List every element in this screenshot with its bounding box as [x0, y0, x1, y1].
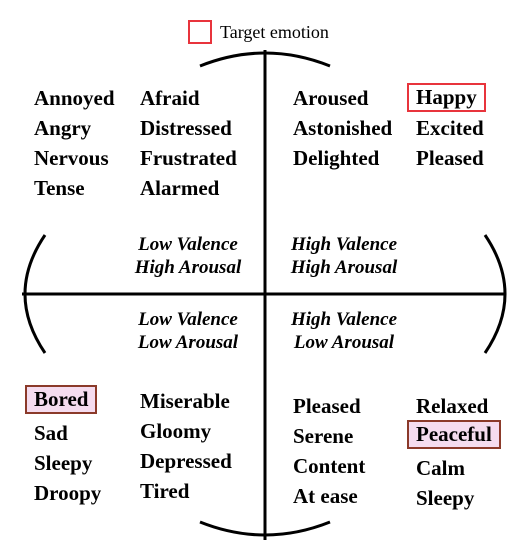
word-excited: Excited [416, 116, 484, 140]
quadrant-valence: Low Valence [138, 234, 238, 255]
arc-bottom [199, 520, 331, 537]
word-at-ease: At ease [293, 484, 358, 508]
word-tense: Tense [34, 176, 85, 200]
word-frustrated: Frustrated [140, 146, 237, 170]
quadrant-valence: Low Valence [138, 309, 238, 330]
word-content: Content [293, 454, 366, 478]
legend: Target emotion [188, 20, 329, 44]
word-droopy: Droopy [34, 481, 102, 505]
top-left-column-2: Afraid Distressed Frustrated Alarmed [140, 88, 237, 208]
word-depressed: Depressed [140, 449, 232, 473]
word-pleased-top: Pleased [416, 146, 484, 170]
quadrant-arousal: Low Arousal [293, 332, 395, 353]
word-tired: Tired [140, 479, 190, 503]
quadrant-arousal: Low Arousal [137, 332, 239, 353]
word-alarmed: Alarmed [140, 176, 220, 200]
word-serene: Serene [293, 424, 354, 448]
word-sleepy-right: Sleepy [416, 486, 475, 510]
word-sleepy-left: Sleepy [34, 451, 93, 475]
word-happy-target: Happy [407, 83, 486, 112]
word-miserable: Miserable [140, 389, 230, 413]
word-aroused: Aroused [293, 86, 369, 110]
word-angry: Angry [34, 116, 92, 140]
quadrant-label-top-left: Low Valence High Arousal [120, 233, 256, 279]
word-delighted: Delighted [293, 146, 380, 170]
quadrant-arousal: High Arousal [134, 257, 242, 278]
word-relaxed: Relaxed [416, 394, 489, 418]
word-nervous: Nervous [34, 146, 109, 170]
word-annoyed: Annoyed [34, 86, 115, 110]
word-distressed: Distressed [140, 116, 232, 140]
word-bored-target: Bored [25, 385, 98, 414]
word-peaceful-target: Peaceful [407, 420, 501, 449]
word-sad: Sad [34, 421, 68, 445]
quadrant-label-top-right: High Valence High Arousal [276, 233, 412, 279]
quadrant-label-bottom-left: Low Valence Low Arousal [120, 308, 256, 354]
bottom-right-column-1: Pleased Serene Content At ease [293, 396, 365, 516]
top-right-column-1: Aroused Astonished Delighted [293, 88, 392, 178]
quadrant-valence: High Valence [290, 234, 398, 255]
word-gloomy: Gloomy [140, 419, 212, 443]
arc-left [23, 234, 47, 354]
quadrant-valence: High Valence [290, 309, 398, 330]
word-astonished: Astonished [293, 116, 393, 140]
legend-box [188, 20, 212, 44]
top-left-column-1: Annoyed Angry Nervous Tense [34, 88, 115, 208]
word-pleased-bottom: Pleased [293, 394, 361, 418]
quadrant-arousal: High Arousal [290, 257, 398, 278]
word-calm: Calm [416, 456, 465, 480]
arc-top [199, 51, 331, 68]
bottom-left-column-2: Miserable Gloomy Depressed Tired [140, 391, 232, 511]
legend-label: Target emotion [220, 21, 329, 42]
arc-right [483, 234, 507, 354]
word-afraid: Afraid [140, 86, 200, 110]
quadrant-label-bottom-right: High Valence Low Arousal [276, 308, 412, 354]
